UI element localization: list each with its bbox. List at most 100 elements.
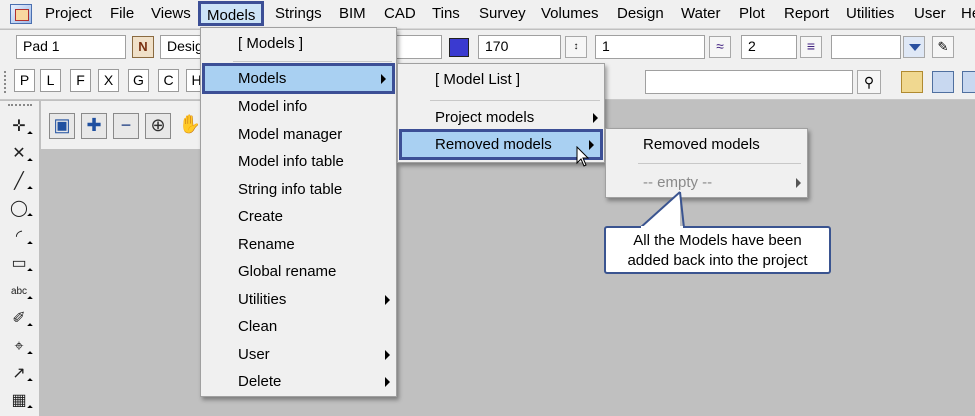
properties-toolbar: Pad 1 N Desig 170 ↕ 1 ≈ 2 ≡ ✎ xyxy=(0,30,975,64)
table-icon[interactable]: ▦ xyxy=(6,390,32,412)
search-input[interactable] xyxy=(645,70,853,94)
toolbar-grip[interactable] xyxy=(4,71,7,93)
sidebar-grip xyxy=(8,104,32,107)
drawing-tools-sidebar: ✛ ✕ ╱ ◯ ◜ ▭ abc ✐ ⌖ ↗ ▦ xyxy=(0,101,40,416)
weight-field[interactable]: 170 xyxy=(478,35,561,59)
search-icon[interactable]: ⚲ xyxy=(857,70,881,94)
menu-design[interactable]: Design xyxy=(617,5,664,22)
dropdown-button[interactable] xyxy=(903,36,925,58)
thickness-icon[interactable]: ≡ xyxy=(800,36,822,58)
menu-separator xyxy=(638,163,801,164)
view-window-icon[interactable]: ▣ xyxy=(49,113,75,139)
menu-strings[interactable]: Strings xyxy=(275,5,322,22)
menu-user[interactable]: User xyxy=(914,5,946,22)
submenu-arrow-icon xyxy=(385,295,390,305)
mouse-cursor-icon xyxy=(576,146,590,167)
menu-item-delete[interactable]: Delete xyxy=(201,368,396,395)
submenu-arrow-icon xyxy=(381,74,386,84)
menubar: Project File Views Models Strings BIM CA… xyxy=(0,0,975,29)
zoom-in-icon[interactable]: ✚ xyxy=(81,113,107,139)
menu-item-empty: -- empty -- xyxy=(606,169,807,196)
callout-line-1: All the Models have been xyxy=(633,232,802,249)
menu-water[interactable]: Water xyxy=(681,5,721,22)
callout-pointer-cover xyxy=(641,226,683,229)
text-icon[interactable]: abc xyxy=(6,281,32,303)
menu-help[interactable]: He xyxy=(961,5,975,22)
menu-item-model-info-table[interactable]: Model info table xyxy=(238,153,344,170)
text-style-field[interactable] xyxy=(831,35,901,59)
filter-g-button[interactable]: G xyxy=(128,69,149,92)
model-list-header[interactable]: [ Model List ] xyxy=(435,71,521,88)
filter-c-button[interactable]: C xyxy=(158,69,179,92)
line-pattern-icon[interactable]: ≈ xyxy=(709,36,731,58)
filter-l-button[interactable]: L xyxy=(40,69,61,92)
menu-item-rename[interactable]: Rename xyxy=(238,236,295,253)
callout-line-2: added back into the project xyxy=(627,252,808,269)
filter-x-button[interactable]: X xyxy=(98,69,119,92)
menu-separator xyxy=(430,100,600,101)
paint-icon[interactable]: ✐ xyxy=(6,308,32,330)
menu-file[interactable]: File xyxy=(110,5,135,22)
arc-icon[interactable]: ◜ xyxy=(6,226,32,248)
filter-p-button[interactable]: P xyxy=(14,69,35,92)
menu-tins[interactable]: Tins xyxy=(432,5,460,22)
menu-item-string-info-table[interactable]: String info table xyxy=(238,181,343,198)
line-style-field[interactable]: 1 xyxy=(595,35,705,59)
menu-item-model-info[interactable]: Model info xyxy=(238,98,308,115)
folder-icon[interactable] xyxy=(901,71,923,93)
zoom-out-icon[interactable]: − xyxy=(113,113,139,139)
point-icon[interactable]: ✛ xyxy=(6,116,32,138)
colour-field[interactable] xyxy=(396,35,442,59)
thickness-field[interactable]: 2 xyxy=(741,35,797,59)
circle-icon[interactable]: ◯ xyxy=(6,198,32,220)
menu-item-user[interactable]: User xyxy=(201,341,396,368)
app-icon[interactable] xyxy=(10,4,32,24)
chevron-down-icon xyxy=(909,44,921,51)
submenu-arrow-icon xyxy=(593,113,598,123)
menu-report[interactable]: Report xyxy=(784,5,830,22)
folder-add-icon[interactable] xyxy=(962,71,975,93)
name-button[interactable]: N xyxy=(132,36,154,58)
menu-plot[interactable]: Plot xyxy=(739,5,765,22)
menu-survey[interactable]: Survey xyxy=(479,5,526,22)
models-menu: [ Models ] Models Model info Model manag… xyxy=(200,27,397,397)
menu-project[interactable]: Project xyxy=(45,5,92,22)
filter-f-button[interactable]: F xyxy=(70,69,91,92)
menu-item-model-manager[interactable]: Model manager xyxy=(238,126,343,143)
rectangle-icon[interactable]: ▭ xyxy=(6,253,32,275)
colour-swatch[interactable] xyxy=(449,38,469,57)
removed-models-header[interactable]: Removed models xyxy=(643,136,760,153)
menu-item-project-models[interactable]: Project models xyxy=(398,104,604,131)
line-icon[interactable]: ╱ xyxy=(6,171,32,193)
menu-item-removed-models[interactable]: Removed models xyxy=(399,129,603,160)
menu-item-create[interactable]: Create xyxy=(238,208,284,225)
insert-point-icon[interactable]: ⌖ xyxy=(6,336,32,358)
menu-separator xyxy=(233,61,392,62)
menu-utilities[interactable]: Utilities xyxy=(846,5,895,22)
submenu-arrow-icon xyxy=(589,140,594,150)
eyedropper-icon[interactable]: ✎ xyxy=(932,36,954,58)
pan-icon[interactable]: ✋ xyxy=(178,114,202,134)
menu-item-clean[interactable]: Clean xyxy=(238,318,278,335)
submenu-arrow-icon xyxy=(385,350,390,360)
models-menu-header[interactable]: [ Models ] xyxy=(238,35,304,52)
zoom-window-icon[interactable]: ⊕ xyxy=(145,113,171,139)
sort-icon[interactable]: ↕ xyxy=(565,36,587,58)
name-field[interactable]: Pad 1 xyxy=(16,35,126,59)
submenu-arrow-icon xyxy=(385,377,390,387)
menu-bim[interactable]: BIM xyxy=(339,5,366,22)
menu-item-utilities[interactable]: Utilities xyxy=(201,286,396,313)
menu-views[interactable]: Views xyxy=(151,5,191,22)
submenu-arrow-icon xyxy=(796,178,801,188)
menu-volumes[interactable]: Volumes xyxy=(541,5,599,22)
model-list-submenu: [ Model List ] Project models Removed mo… xyxy=(397,63,605,163)
menu-item-global-rename[interactable]: Global rename xyxy=(238,263,337,280)
menu-cad[interactable]: CAD xyxy=(384,5,416,22)
measure-icon[interactable]: ↗ xyxy=(6,363,32,385)
menu-models[interactable]: Models xyxy=(198,1,265,26)
folder-search-icon[interactable] xyxy=(932,71,954,93)
annotation-callout: All the Models have been added back into… xyxy=(604,226,831,274)
removed-models-submenu: Removed models -- empty -- xyxy=(605,128,808,198)
menu-item-models[interactable]: Models xyxy=(202,63,395,94)
cross-icon[interactable]: ✕ xyxy=(6,143,32,165)
